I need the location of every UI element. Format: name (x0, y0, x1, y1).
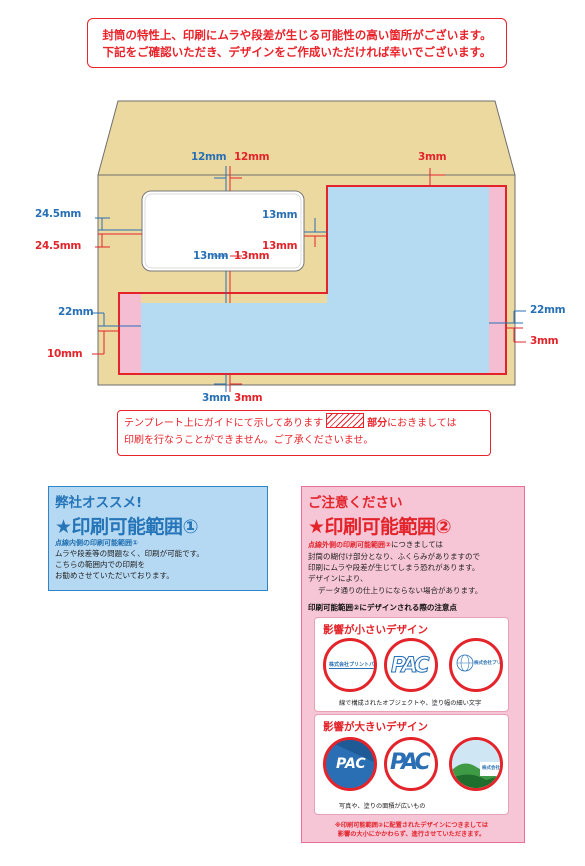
sample-text-logo-circle: 株式会社プリントパック (323, 638, 377, 692)
guide-note-box: テンプレート上にガイドにて示してあります 部分におきましては 印刷を行なうことがで… (117, 410, 491, 456)
landscape-icon (452, 740, 500, 788)
caution-panel: ご注意ください ★印刷可能範囲② 点線外側の印刷可能範囲②につきましては 封筒の… (301, 486, 525, 843)
panel2-footer-line-2: 影響の大小にかかわらず、進行させていただきます。 (337, 831, 486, 838)
envelope-flap (97, 100, 516, 176)
print-boundary (118, 185, 507, 375)
notice-line-1: 封筒の特性上、印刷にムラや段差が生じる可能性の高い箇所がございます。 (102, 28, 492, 42)
panel2-title: ★印刷可能範囲② (308, 516, 452, 538)
dim-window-bottom-blue: 13mm (193, 250, 229, 262)
envelope-window (141, 190, 305, 272)
panel2-footer: ※印刷可能範囲②に配置されたデザインにつきましては 影響の大小にかかわらず、進行… (314, 821, 509, 839)
small-influence-caption: 線で構成されたオブジェクトや、塗り幅の細い文字 (339, 700, 482, 707)
envelope-diagram (92, 100, 526, 392)
panel2-body-line: デザインにより、 (308, 574, 368, 584)
dim-window-right-red: 13mm (262, 240, 298, 252)
dim-top-blue: 12mm (191, 151, 227, 163)
panel1-heading: 弊社オススメ! (55, 495, 143, 511)
panel1-body-line: お勧めさせていただいております。 (55, 571, 174, 580)
panel1-body: ムラや段差等の問題なく、印刷が可能です。 こちらの範囲内での印刷を お勧めさせて… (55, 548, 267, 581)
sample-company-photo: 株式会社 (482, 766, 500, 771)
sample-photo-circle: 株式会社 (449, 737, 503, 791)
panel2-points-heading: 印刷可能範囲②にデザインされる際の注意点 (308, 602, 457, 612)
sample-filled-logo: PAC (336, 756, 366, 772)
pink-zone-right (489, 186, 506, 374)
sample-bold-logo: PAC (390, 750, 431, 775)
guide-text-after: におきましては (387, 418, 457, 429)
panel2-body-line: 印刷にムラや段差が生じてしまう恐れがあります。 (308, 563, 480, 573)
dim-bottom-blue: 3mm (202, 392, 231, 404)
guide-text-before: テンプレート上にガイドにて示してあります (124, 418, 324, 429)
small-influence-box: 影響が小さいデザイン 株式会社プリントパック PAC 株式会社プリ 線で構成され… (314, 617, 509, 712)
dim-left-red-1: 24.5mm (35, 240, 81, 252)
guide-hatch-label: 部分 (367, 418, 388, 429)
sample-company-text: 株式会社プリントパック (329, 661, 374, 669)
dim-left-blue-2: 22mm (58, 306, 94, 318)
panel1-body-line: ムラや段差等の問題なく、印刷が可能です。 (55, 549, 204, 558)
globe-icon (456, 654, 474, 672)
panel2-subtitle: 点線外側の印刷可能範囲② (308, 541, 391, 549)
sample-outline-logo: PAC (390, 653, 430, 678)
panel2-heading: ご注意ください (308, 495, 403, 511)
panel2-subtitle-tail: につきましては (390, 540, 444, 549)
sample-company-short: 株式会社プリ (474, 661, 501, 666)
dim-left-red-2: 10mm (47, 348, 83, 360)
panel2-body-line: 封筒の糊付け部分となり、ふくらみがありますので (308, 552, 480, 561)
notice-line-2: 下記をご確認いただき、デザインをご作成いただければ幸いでございます。 (102, 45, 492, 59)
large-influence-caption: 写真や、塗りの面積が広いもの (339, 803, 426, 810)
hatch-swatch (326, 413, 365, 428)
guide-line-2: 印刷を行なうことができません。ご了承くださいませ。 (124, 435, 374, 446)
small-influence-title: 影響が小さいデザイン (323, 624, 428, 636)
dim-window-right-blue: 13mm (262, 209, 298, 221)
large-influence-box: 影響が大きいデザイン PAC PAC 株式会社 写真や、塗りの面積が広いもの (314, 714, 509, 815)
dim-left-blue-1: 24.5mm (35, 208, 81, 220)
pink-zone-left (119, 293, 141, 374)
sample-bold-logo-circle: PAC (384, 737, 438, 791)
large-influence-title: 影響が大きいデザイン (323, 721, 428, 733)
dim-top-red: 12mm (234, 151, 270, 163)
safe-area (141, 187, 489, 374)
panel1-subtitle: 点線内側の印刷可能範囲① (55, 539, 138, 547)
dim-bottom-red: 3mm (234, 392, 263, 404)
top-notice-box: 封筒の特性上、印刷にムラや段差が生じる可能性の高い箇所がございます。 下記をご確… (87, 18, 507, 68)
dim-right-red: 3mm (530, 335, 559, 347)
panel1-title: ★印刷可能範囲① (55, 516, 199, 538)
recommended-panel: 弊社オススメ! ★印刷可能範囲① 点線内側の印刷可能範囲① ムラや段差等の問題な… (48, 486, 268, 591)
sample-globe-logo-circle: 株式会社プリ (449, 638, 503, 692)
dim-window-bottom-red: 13mm (234, 250, 270, 262)
panel2-body-line: データ通りの仕上りにならない場合があります。 (318, 585, 483, 595)
panel2-body: 封筒の糊付け部分となり、ふくらみがありますので 印刷にムラや段差が生じてしまう恐… (308, 551, 524, 596)
sample-outline-logo-circle: PAC (384, 638, 438, 692)
sample-filled-logo-circle: PAC (323, 737, 377, 791)
dim-right-blue: 22mm (530, 304, 566, 316)
panel1-body-line: こちらの範囲内での印刷を (55, 560, 145, 569)
dim-top-right-red: 3mm (418, 151, 447, 163)
panel2-footer-line-1: ※印刷可能範囲②に配置されたデザインにつきましては (334, 822, 489, 829)
